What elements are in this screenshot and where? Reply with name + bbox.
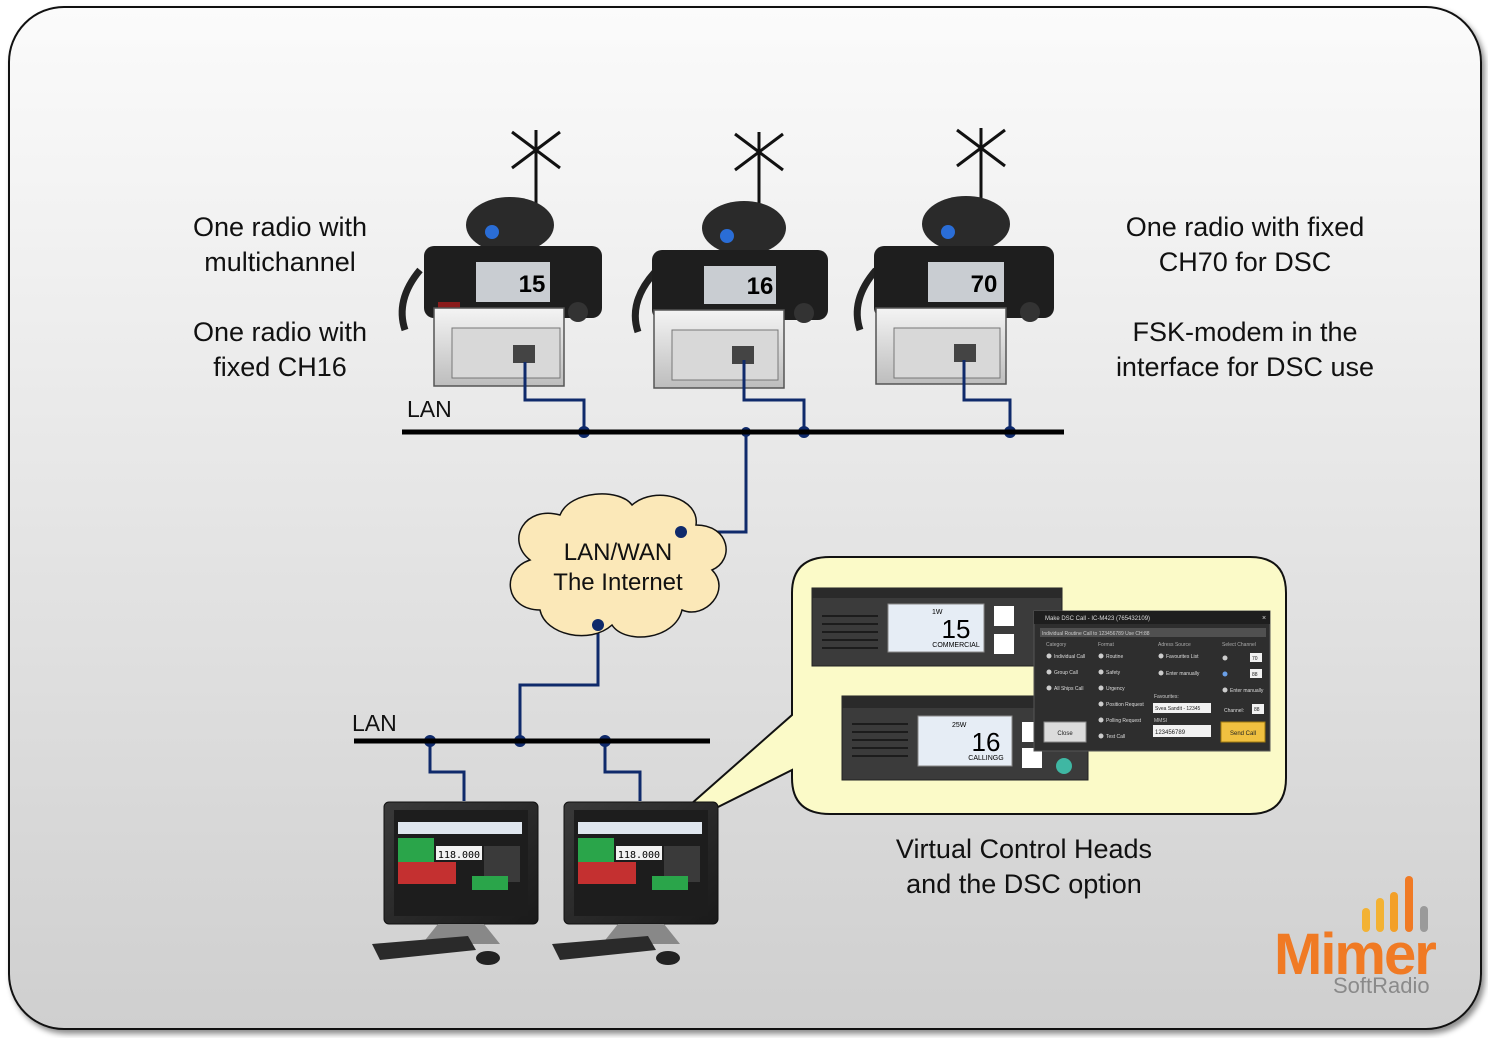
send-call-button[interactable] <box>1220 721 1266 743</box>
head-channel: 16 <box>972 727 1001 757</box>
frequency-display: 118.000 <box>438 850 480 861</box>
label-virtual-heads: Virtual Control Heads and the DSC option <box>895 834 1153 899</box>
svg-text:Close: Close <box>1057 731 1073 737</box>
svg-text:All Ships Call: All Ships Call <box>1054 686 1083 692</box>
dsc-summary: Individual Routine Call to 123456789 Use… <box>1042 631 1150 637</box>
dsc-dialog: Make DSC Call - IC-M423 (765432109) × In… <box>1033 610 1271 752</box>
svg-text:Test Call: Test Call <box>1106 734 1125 740</box>
svg-text:Group Call: Group Call <box>1054 670 1078 676</box>
head-label: CALLINGG <box>968 755 1003 762</box>
radio-channel-display: 15 <box>519 271 546 298</box>
svg-text:Urgency: Urgency <box>1106 686 1125 692</box>
svg-text:MMSI: MMSI <box>1154 718 1167 724</box>
svg-text:Enter manually: Enter manually <box>1166 671 1200 677</box>
svg-text:88: 88 <box>1252 672 1258 678</box>
internet-cloud <box>509 493 727 638</box>
network-lines <box>428 360 1012 801</box>
dsc-dialog-title: Make DSC Call - IC-M423 (765432109) <box>1045 616 1150 622</box>
virtual-control-head-1: 1W 15 COMMERCIAL <box>811 587 1063 667</box>
radio-channel-display: 70 <box>971 271 998 298</box>
svg-text:Select Channel: Select Channel <box>1222 642 1256 648</box>
label-multichannel: One radio with multichannel <box>192 212 368 277</box>
svg-text:Channel:: Channel: <box>1224 708 1244 714</box>
frequency-display: 118.000 <box>618 850 660 861</box>
svg-text:Position Request: Position Request <box>1106 702 1144 708</box>
cloud-label-1: LAN/WAN <box>564 539 672 566</box>
label-fixed-ch16: One radio with fixed CH16 <box>192 317 368 382</box>
antenna-icon <box>511 130 561 205</box>
head-power: 1W <box>932 609 943 616</box>
vhf-radio-3: 70 <box>853 196 1054 385</box>
svg-text:Format: Format <box>1098 642 1114 648</box>
svg-text:123456789: 123456789 <box>1155 730 1186 736</box>
workstation-2: 118.000 <box>552 801 719 965</box>
svg-text:Adress Source: Adress Source <box>1158 642 1191 648</box>
label-fsk-modem: FSK-modem in the interface for DSC use <box>1115 317 1375 382</box>
label-lan-top: LAN <box>407 396 452 422</box>
mimer-logo-icon <box>1362 876 1428 932</box>
vhf-radio-2: 16 <box>631 201 828 389</box>
svg-text:Category: Category <box>1046 642 1067 648</box>
logo-name: Mimer <box>1274 922 1437 987</box>
close-button[interactable] <box>1043 721 1087 743</box>
cloud-label-2: The Internet <box>553 569 683 596</box>
svg-text:88: 88 <box>1254 707 1260 713</box>
svg-text:Favourites List: Favourites List <box>1166 654 1199 660</box>
head-label: COMMERCIAL <box>932 642 980 649</box>
antenna-icon <box>956 128 1006 203</box>
logo-sub: SoftRadio <box>1333 973 1430 998</box>
virtual-control-head-2: 25W 16 CALLINGG <box>841 695 1089 781</box>
svg-text:Safety: Safety <box>1106 670 1121 676</box>
svg-text:Favourites:: Favourites: <box>1154 694 1179 700</box>
head-power: 25W <box>952 722 967 729</box>
radio-channel-display: 16 <box>747 273 774 300</box>
svg-text:Send Call: Send Call <box>1230 731 1256 737</box>
svg-text:70: 70 <box>1252 656 1258 662</box>
label-fixed-ch70: One radio with fixed CH70 for DSC <box>1125 212 1365 277</box>
antenna-icon <box>734 132 784 207</box>
workstation-1: 118.000 <box>372 801 539 965</box>
svg-text:Individual Call: Individual Call <box>1054 654 1085 660</box>
label-lan-bottom: LAN <box>352 710 397 736</box>
svg-text:Polling Request: Polling Request <box>1106 718 1142 724</box>
svg-text:Enter manually: Enter manually <box>1230 688 1264 694</box>
svg-text:Routine: Routine <box>1106 654 1123 660</box>
svg-text:×: × <box>1262 615 1266 622</box>
vhf-radio-1: 15 <box>398 197 602 387</box>
svg-text:Svea Sandit - 12345: Svea Sandit - 12345 <box>1155 706 1201 712</box>
head-channel: 15 <box>942 614 971 644</box>
